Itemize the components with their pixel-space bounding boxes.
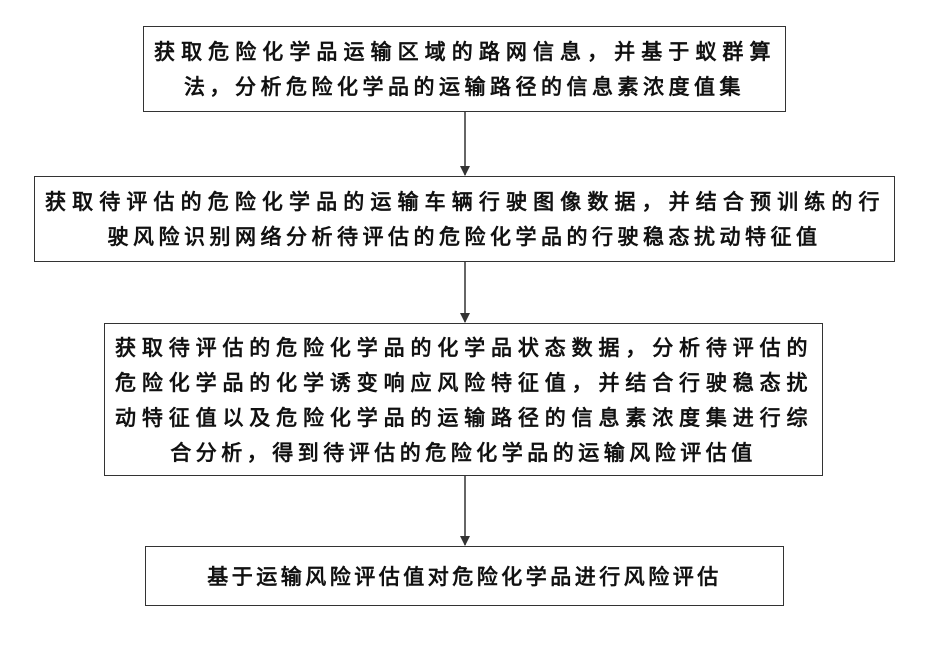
step-text-line: 法，分析危险化学品的运输路径的信息素浓度值集 [154, 69, 775, 104]
step-text-line: 获取待评估的危险化学品的化学品状态数据，分析待评估的 [115, 330, 812, 365]
process-box-chemical-state-analysis: 获取待评估的危险化学品的化学品状态数据，分析待评估的 危险化学品的化学诱变响应风… [104, 323, 823, 476]
process-box-obtain-road-network: 获取危险化学品运输区域的路网信息，并基于蚁群算 法，分析危险化学品的运输路径的信… [143, 26, 786, 112]
step-text-line: 驶风险识别网络分析待评估的危险化学品的行驶稳态扰动特征值 [45, 219, 884, 254]
step-text-line: 获取待评估的危险化学品的运输车辆行驶图像数据，并结合预训练的行 [45, 184, 884, 219]
step-text-line: 合分析，得到待评估的危险化学品的运输风险评估值 [115, 435, 812, 470]
step-text-line: 危险化学品的化学诱变响应风险特征值，并结合行驶稳态扰 [115, 365, 812, 400]
process-box-risk-assessment: 基于运输风险评估值对危险化学品进行风险评估 [145, 546, 784, 606]
step-text-line: 动特征值以及危险化学品的运输路径的信息素浓度集进行综 [115, 400, 812, 435]
step-text-line: 获取危险化学品运输区域的路网信息，并基于蚁群算 [154, 34, 775, 69]
step-text-line: 基于运输风险评估值对危险化学品进行风险评估 [156, 559, 773, 594]
process-box-driving-image-analysis: 获取待评估的危险化学品的运输车辆行驶图像数据，并结合预训练的行 驶风险识别网络分… [34, 176, 895, 262]
